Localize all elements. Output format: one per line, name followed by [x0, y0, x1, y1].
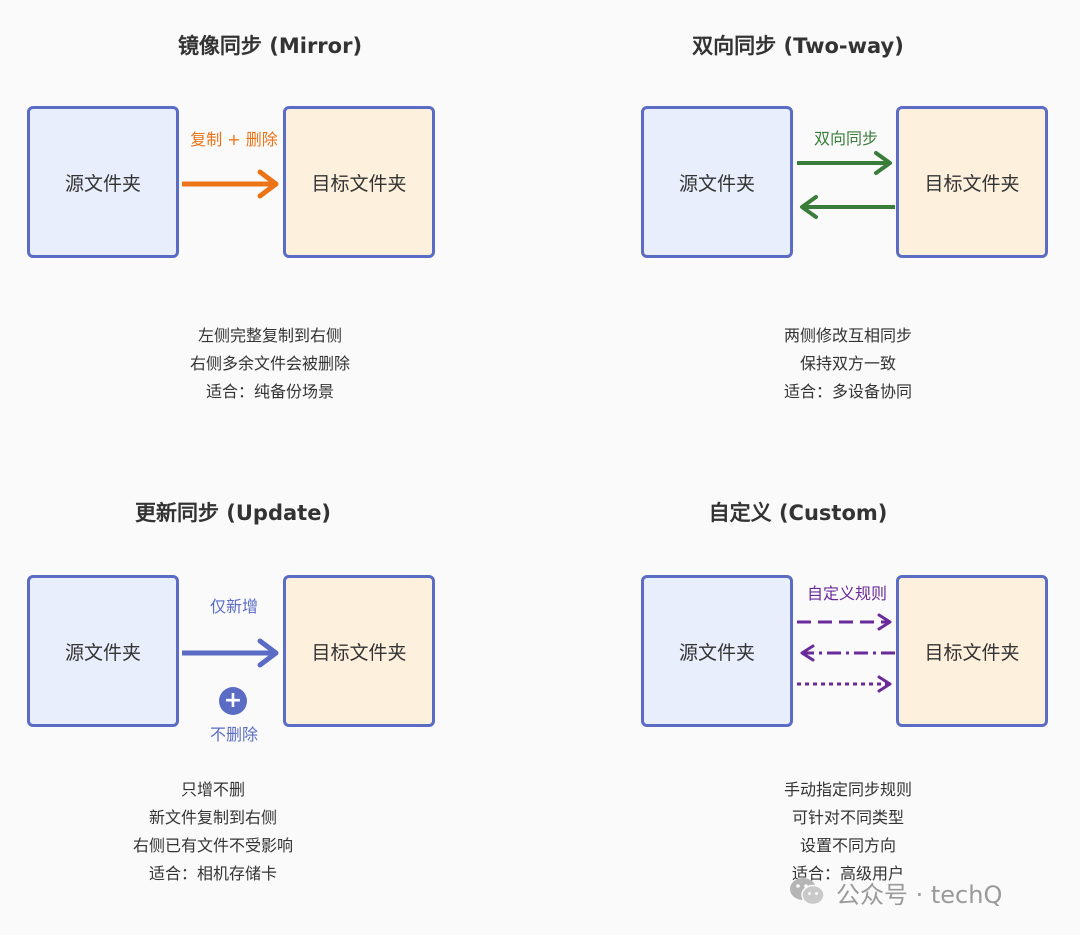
- update-description: 只增不删 新文件复制到右侧 右侧已有文件不受影响 适合：相机存储卡: [0, 776, 483, 888]
- mirror-arrows: [182, 169, 279, 199]
- update-desc-line: 右侧已有文件不受影响: [132, 836, 293, 855]
- update-target-label: 目标文件夹: [311, 641, 407, 664]
- custom-target-label: 目标文件夹: [924, 641, 1020, 664]
- custom-desc-line: 适合：高级用户: [791, 864, 904, 883]
- update-arrows: [182, 638, 279, 668]
- update-desc-line: 新文件复制到右侧: [148, 808, 277, 827]
- update-panel: 更新同步 (Update) 源文件夹 目标文件夹 仅新增 + 不删除 只增不删 …: [0, 468, 540, 935]
- custom-desc-line: 设置不同方向: [799, 836, 896, 855]
- mirror-description: 左侧完整复制到右侧 右侧多余文件会被删除 适合：纯备份场景: [0, 322, 540, 406]
- watermark: 公众号 · techQ: [788, 872, 1002, 912]
- twoway-desc-line: 适合：多设备协同: [783, 382, 912, 401]
- update-title: 更新同步 (Update): [134, 501, 332, 525]
- custom-dotted-forward-arrowhead: [877, 675, 892, 693]
- update-desc-line: 适合：相机存储卡: [148, 864, 277, 883]
- watermark-text: 公众号 · techQ: [836, 880, 1003, 909]
- wechat-icon: [788, 875, 826, 909]
- twoway-target-label: 目标文件夹: [924, 172, 1020, 195]
- custom-description: 手动指定同步规则 可针对不同类型 设置不同方向 适合：高级用户: [578, 776, 1080, 888]
- twoway-source-label: 源文件夹: [678, 172, 755, 195]
- mirror-title: 镜像同步 (Mirror): [177, 34, 363, 58]
- custom-title: 自定义 (Custom): [708, 501, 888, 525]
- custom-panel: 自定义 (Custom) 源文件夹 目标文件夹 自定义规则 手动指定同步规则 可…: [540, 468, 1080, 935]
- update-source-label: 源文件夹: [64, 641, 141, 664]
- mirror-panel: 镜像同步 (Mirror) 源文件夹 目标文件夹 复制 + 删除 左侧完整复制到…: [0, 0, 540, 467]
- mirror-desc-line: 适合：纯备份场景: [205, 382, 334, 401]
- twoway-arrow-label: 双向同步: [813, 129, 878, 148]
- twoway-desc-line: 保持双方一致: [799, 354, 896, 373]
- update-copy-arrowhead: [257, 638, 279, 668]
- update-desc-line: 只增不删: [180, 780, 245, 799]
- mirror-source-label: 源文件夹: [64, 172, 141, 195]
- mirror-target-box: 目标文件夹: [283, 106, 435, 258]
- twoway-panel: 双向同步 (Two-way) 源文件夹 目标文件夹 双向同步 两侧修改互相同步 …: [540, 0, 1080, 467]
- mirror-copy-arrowhead: [257, 169, 279, 199]
- plus-icon: +: [219, 687, 247, 715]
- custom-desc-line: 手动指定同步规则: [783, 780, 912, 799]
- mirror-desc-line: 左侧完整复制到右侧: [197, 326, 342, 345]
- twoway-target-box: 目标文件夹: [896, 106, 1048, 258]
- custom-dashed-forward-arrowhead: [877, 613, 892, 631]
- twoway-desc-line: 两侧修改互相同步: [783, 326, 912, 345]
- custom-source-label: 源文件夹: [678, 641, 755, 664]
- update-source-box: 源文件夹: [27, 575, 179, 727]
- custom-arrows: [797, 613, 895, 693]
- twoway-description: 两侧修改互相同步 保持双方一致 适合：多设备协同: [578, 322, 1080, 406]
- mirror-desc-line: 右侧多余文件会被删除: [189, 354, 350, 373]
- update-target-box: 目标文件夹: [283, 575, 435, 727]
- custom-source-box: 源文件夹: [641, 575, 793, 727]
- mirror-arrow-label: 复制 + 删除: [190, 130, 278, 149]
- custom-arrow-label: 自定义规则: [806, 584, 887, 603]
- twoway-title: 双向同步 (Two-way): [692, 34, 904, 58]
- twoway-arrows: [797, 151, 895, 219]
- twoway-source-box: 源文件夹: [641, 106, 793, 258]
- twoway-forward-arrowhead: [874, 151, 892, 175]
- twoway-backward-arrowhead: [800, 195, 818, 219]
- update-badge-label: 不删除: [209, 725, 258, 744]
- update-arrow-label: 仅新增: [209, 597, 258, 616]
- custom-dashdot-backward-arrowhead: [800, 644, 815, 662]
- mirror-source-box: 源文件夹: [27, 106, 179, 258]
- mirror-target-label: 目标文件夹: [311, 172, 407, 195]
- custom-target-box: 目标文件夹: [896, 575, 1048, 727]
- custom-desc-line: 可针对不同类型: [791, 808, 904, 827]
